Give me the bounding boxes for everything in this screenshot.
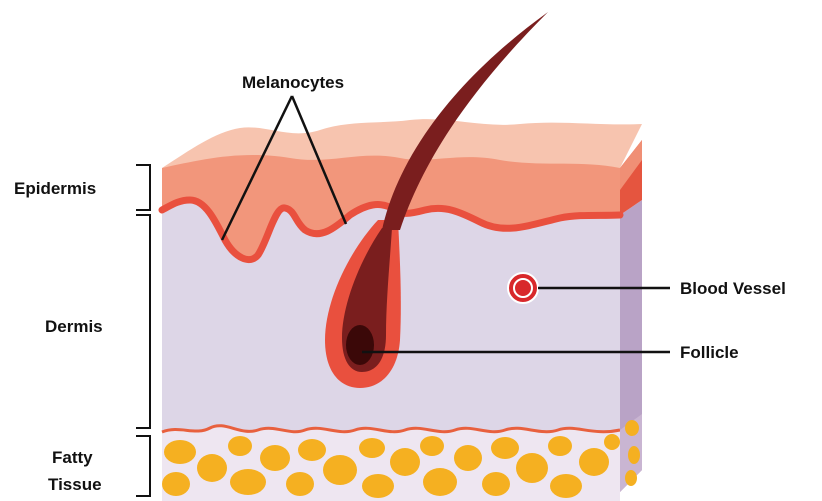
hair-root-dark: [346, 325, 374, 365]
epidermis-bracket: [136, 165, 150, 210]
follicle-label: Follicle: [680, 343, 739, 362]
fatty-tissue-bracket: [136, 436, 150, 496]
blood-vessel: [508, 273, 538, 303]
blood-vessel-label: Blood Vessel: [680, 279, 786, 298]
fatty-tissue-label-line2: Tissue: [48, 475, 102, 494]
dermis-bracket: [136, 215, 150, 428]
epidermis-label: Epidermis: [14, 179, 96, 198]
dermis-label: Dermis: [45, 317, 103, 336]
melanocytes-label: Melanocytes: [242, 73, 344, 92]
fatty-tissue-label-line1: Fatty: [52, 448, 93, 467]
